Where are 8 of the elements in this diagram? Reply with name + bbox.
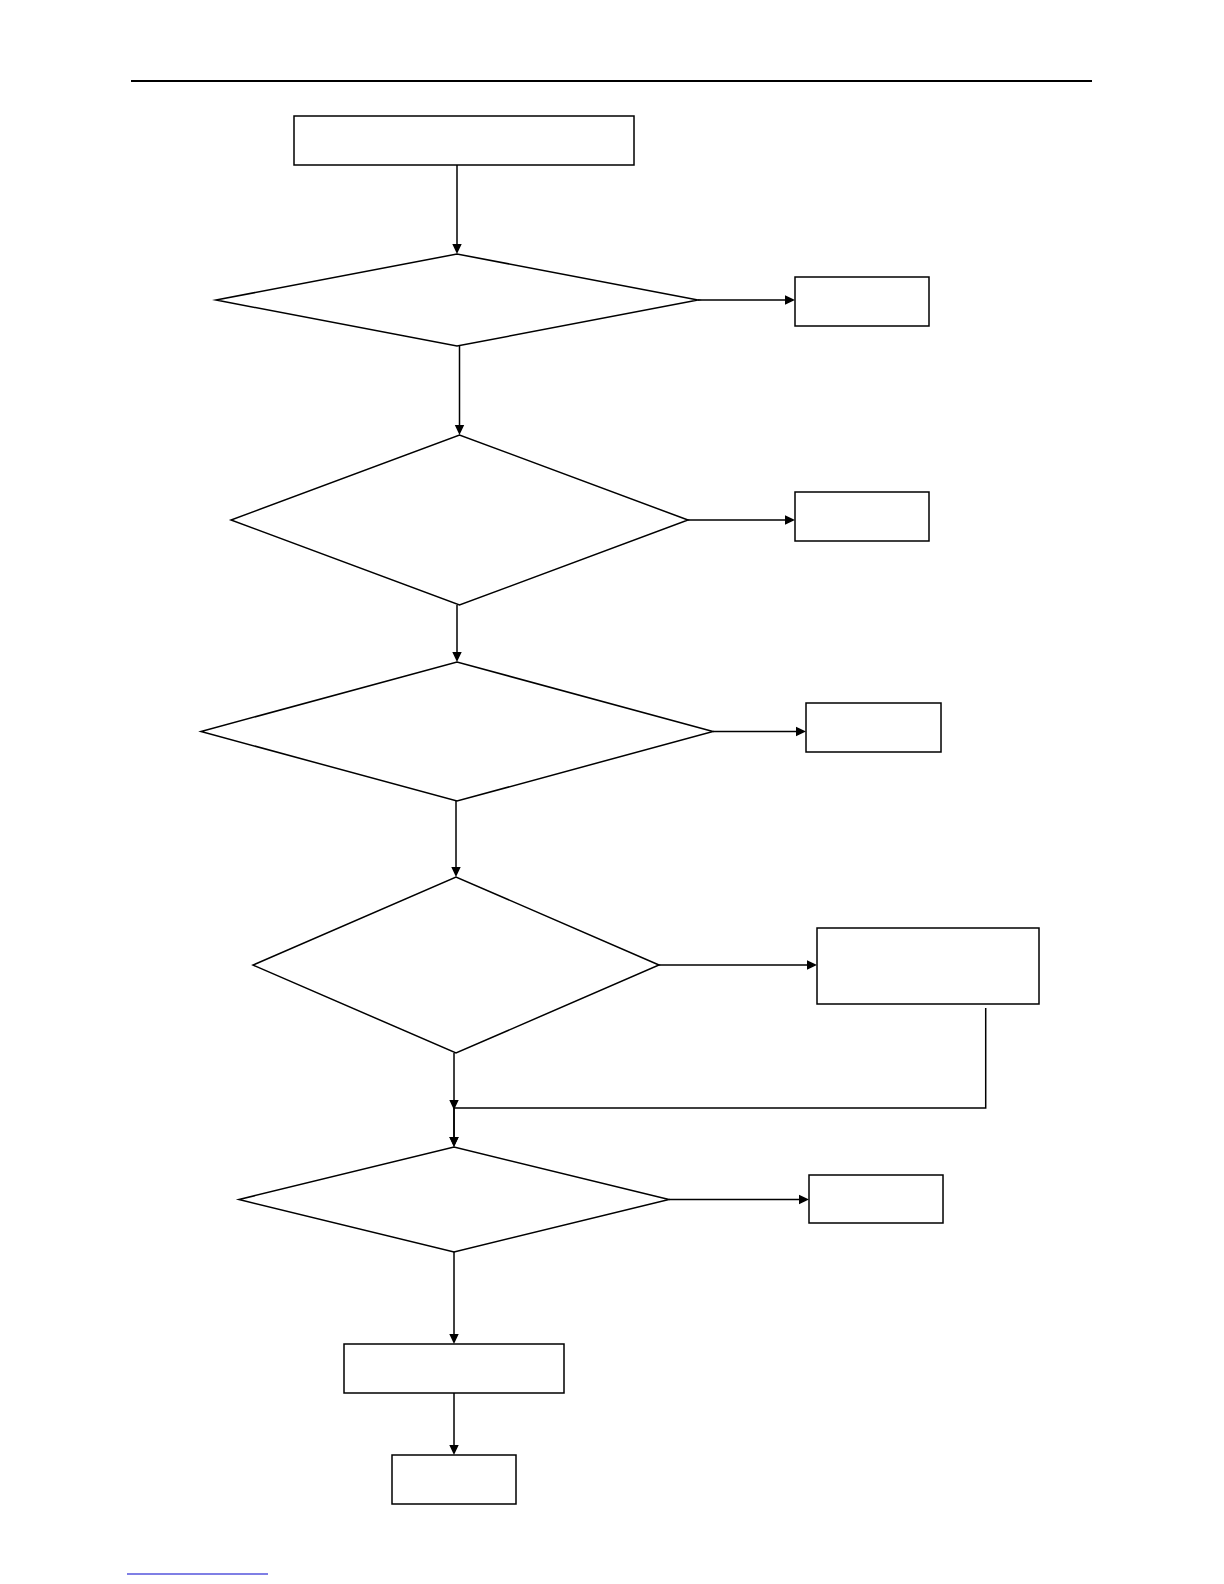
process-box <box>816 927 1040 1005</box>
process-box <box>293 115 635 166</box>
process-box <box>794 276 930 327</box>
process-box <box>391 1454 517 1505</box>
process-box <box>343 1343 565 1394</box>
process-box <box>794 491 930 542</box>
process-box <box>805 702 942 753</box>
process-box <box>808 1174 944 1224</box>
